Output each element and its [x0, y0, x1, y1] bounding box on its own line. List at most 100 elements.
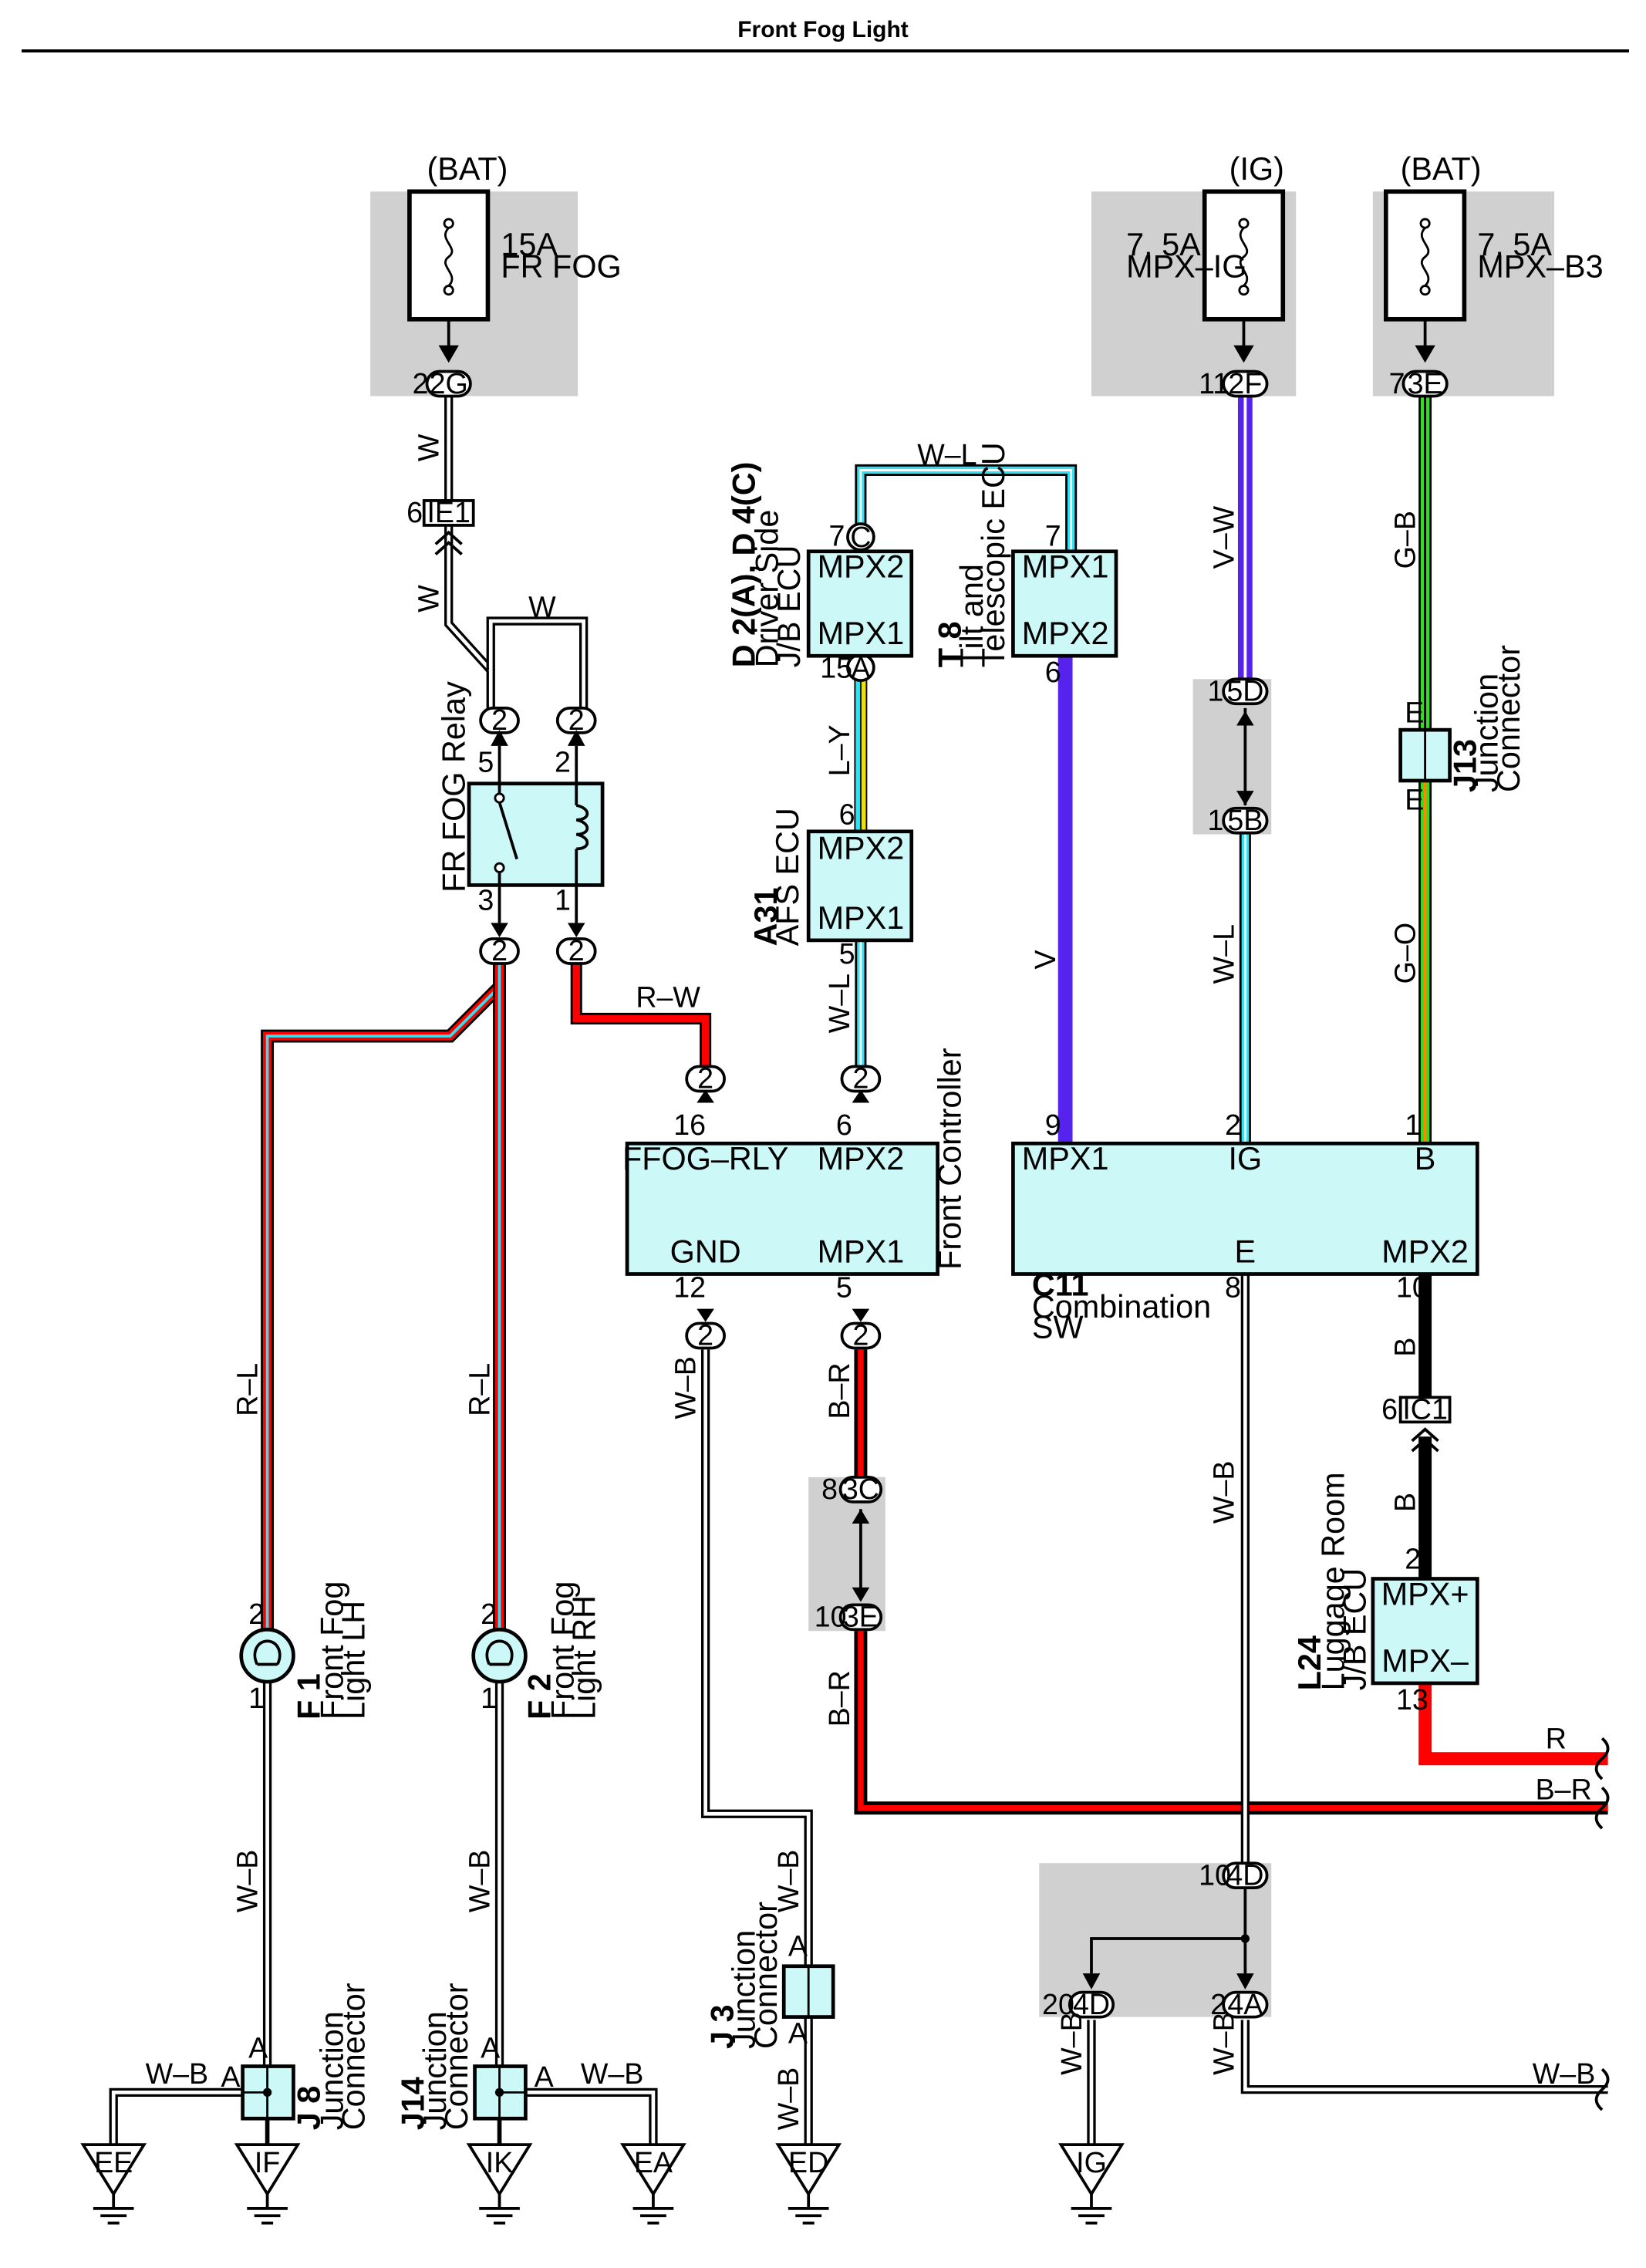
svg-text:A: A — [788, 2017, 808, 2049]
svg-text:G–B: G–B — [1388, 511, 1421, 569]
fuse-1-source: (BAT) — [427, 151, 508, 187]
svg-text:2: 2 — [568, 934, 585, 967]
svg-text:W–B: W–B — [463, 1850, 495, 1913]
svg-text:2: 2 — [248, 1598, 265, 1630]
j8-code: J 8 — [291, 2086, 326, 2131]
svg-text:E: E — [1405, 784, 1424, 816]
fuse-7-5a-mpx-ig: (IG) 7. 5A MPX–IG — [1126, 151, 1286, 363]
svg-text:A: A — [788, 1930, 808, 1963]
svg-text:3: 3 — [477, 883, 494, 916]
svg-text:1: 1 — [555, 883, 571, 916]
svg-text:B–R: B–R — [823, 1670, 855, 1726]
svg-text:2: 2 — [555, 746, 571, 778]
svg-text:6: 6 — [839, 798, 855, 830]
svg-text:7: 7 — [1045, 519, 1061, 552]
conn-ie1-pin: 6 — [406, 496, 423, 528]
svg-text:R–W: R–W — [636, 980, 700, 1013]
j14-code: J14 — [396, 2077, 431, 2130]
conn-2g-pin: 2 — [413, 367, 429, 400]
svg-text:W: W — [413, 434, 445, 461]
svg-text:W–B: W–B — [1533, 2057, 1595, 2090]
svg-text:E: E — [1405, 697, 1424, 729]
svg-text:R–L: R–L — [231, 1363, 263, 1416]
svg-text:Combination: Combination — [1032, 1289, 1211, 1325]
svg-text:2: 2 — [568, 704, 585, 736]
ground-ik: IK — [486, 2146, 514, 2179]
afs-ecu-code: A31 — [748, 888, 784, 947]
combination-sw: MPX1 IG B E MPX2 9 2 1 8 10 C11 Combinat… — [1011, 1109, 1479, 1345]
svg-text:MPX+: MPX+ — [1381, 1576, 1469, 1612]
wires — [109, 394, 1610, 2145]
svg-text:1: 1 — [481, 1682, 497, 1714]
svg-text:7: 7 — [829, 519, 845, 552]
svg-text:2: 2 — [852, 1062, 869, 1095]
svg-text:1: 1 — [248, 1682, 265, 1714]
svg-text:W–B: W–B — [146, 2057, 208, 2090]
svg-text:W–B: W–B — [1207, 1461, 1240, 1524]
svg-text:L–Y: L–Y — [823, 724, 855, 776]
svg-text:10: 10 — [815, 1601, 847, 1633]
svg-text:Front Fog: Front Fog — [545, 1581, 580, 1720]
junction-connector-j13: E E J13 Junction Connector — [1398, 645, 1526, 816]
svg-text:W–L: W–L — [917, 438, 976, 471]
ground-if: IF — [255, 2146, 280, 2179]
svg-text:MPX1: MPX1 — [818, 1234, 905, 1269]
svg-text:Telescopic ECU: Telescopic ECU — [976, 442, 1011, 667]
ground-ea: EA — [634, 2146, 673, 2179]
junction-connector-j14: A A J14 Junction Connector — [396, 1983, 555, 2130]
fr-fog-relay: 5 2 3 1 FR FOG Relay — [436, 681, 605, 923]
conn-4d-bottom: 4D — [1073, 1988, 1110, 2020]
svg-text:Light RH: Light RH — [567, 1595, 602, 1720]
ground-symbols: EE IF IK EA ED IG — [81, 2143, 1124, 2225]
svg-text:G–O: G–O — [1388, 923, 1421, 984]
svg-text:9: 9 — [1045, 1109, 1061, 1141]
conn-3e-top-pin: 7 — [1389, 367, 1405, 400]
combo-sw-code: C11 — [1032, 1267, 1089, 1303]
svg-text:MPX2: MPX2 — [818, 549, 905, 585]
fuse-3-source: (BAT) — [1401, 151, 1482, 187]
svg-text:FFOG–RLY: FFOG–RLY — [622, 1141, 788, 1176]
svg-text:13: 13 — [1396, 1683, 1428, 1716]
svg-text:10: 10 — [1396, 1271, 1428, 1304]
svg-text:5: 5 — [839, 937, 855, 970]
svg-text:Junction: Junction — [727, 1930, 762, 2049]
svg-text:2: 2 — [481, 1598, 497, 1630]
svg-text:5: 5 — [477, 746, 494, 778]
page-title: Front Fog Light — [737, 17, 909, 42]
svg-text:SW: SW — [1032, 1309, 1084, 1345]
svg-text:2: 2 — [852, 1319, 869, 1352]
arrow-marks — [491, 730, 870, 1322]
svg-text:GND: GND — [670, 1234, 741, 1269]
svg-text:MPX2: MPX2 — [1022, 616, 1109, 651]
conn-5b: 5B — [1227, 804, 1263, 836]
tilt-ecu-code: T 8 — [933, 621, 968, 667]
svg-text:W: W — [528, 590, 556, 623]
svg-text:6: 6 — [836, 1109, 852, 1141]
front-controller: FFOG–RLY MPX2 GND MPX1 16 6 12 5 Front C… — [622, 1048, 968, 1303]
svg-text:Connector: Connector — [439, 1983, 474, 2130]
svg-text:1: 1 — [1405, 1109, 1421, 1141]
wire-br-out — [854, 1631, 1608, 1815]
svg-text:Junction: Junction — [314, 2011, 349, 2130]
fog-rh-code: F 2 — [521, 1673, 557, 1720]
svg-text:1: 1 — [1207, 804, 1223, 836]
svg-text:Light LH: Light LH — [336, 1601, 372, 1720]
conn-3e-top: 3E — [1408, 367, 1443, 400]
svg-text:2: 2 — [1405, 1542, 1421, 1574]
svg-text:8: 8 — [1225, 1271, 1241, 1304]
svg-text:B–R: B–R — [823, 1362, 855, 1419]
svg-text:R–L: R–L — [463, 1363, 495, 1416]
svg-text:10: 10 — [1199, 1858, 1231, 1891]
ground-ee: EE — [94, 2146, 133, 2179]
j3-code: J 3 — [704, 2004, 740, 2049]
svg-text:V–W: V–W — [1207, 505, 1240, 569]
ground-ig: IG — [1076, 2146, 1107, 2179]
svg-text:2: 2 — [491, 704, 508, 736]
junction-connector-j3: A A J 3 Junction Connector — [704, 1902, 835, 2049]
svg-text:5: 5 — [836, 1271, 852, 1304]
driver-side-jb-ecu: MPX2 MPX1 7 15 D 2(A), D 4(C) Driver Sid… — [727, 462, 914, 683]
svg-text:MPX1: MPX1 — [818, 900, 905, 936]
front-controller-name: Front Controller — [933, 1048, 968, 1270]
wire-w-loop — [486, 616, 589, 708]
